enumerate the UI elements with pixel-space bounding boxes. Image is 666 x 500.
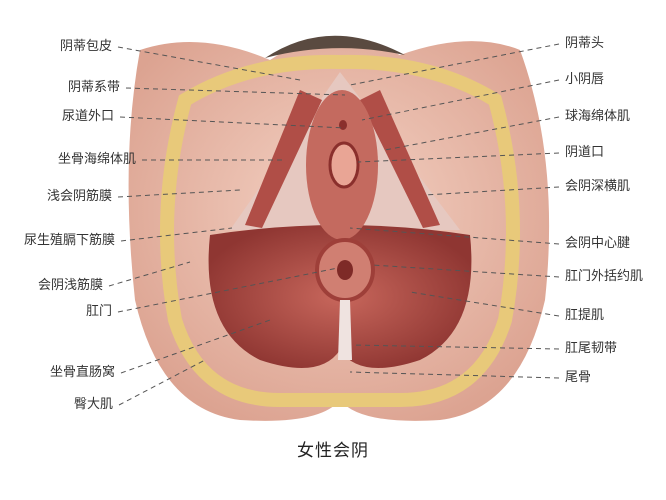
leader-line <box>118 359 206 406</box>
leader-line <box>384 116 560 151</box>
leader-line <box>351 344 560 350</box>
label-left-5: 尿生殖膈下筋膜 <box>23 233 115 248</box>
label-left-1: 阴蒂系带 <box>67 80 120 95</box>
pubic-hair <box>265 35 405 58</box>
label-left-4: 浅会阴筋膜 <box>46 189 112 204</box>
leader-line <box>117 189 241 198</box>
label-right-2: 球海绵体肌 <box>565 109 631 124</box>
anus <box>337 260 353 280</box>
fat-layer <box>160 54 520 407</box>
label-right-0: 阴蒂头 <box>565 36 605 51</box>
ischiocavernosus-right <box>360 90 440 228</box>
label-left-2: 尿道外口 <box>61 109 114 124</box>
urethral-orifice <box>339 120 347 130</box>
leader-line <box>120 227 233 242</box>
label-left-7: 肛门 <box>85 304 112 319</box>
leader-line <box>349 371 560 379</box>
label-right-9: 尾骨 <box>565 370 592 385</box>
label-right-3: 阴道口 <box>565 145 605 160</box>
leader-line <box>424 186 560 196</box>
label-left-0: 阴蒂包皮 <box>59 39 112 54</box>
label-right-8: 肛尾韧带 <box>565 341 618 356</box>
leader-lines <box>108 43 560 406</box>
leader-line <box>361 79 560 121</box>
leader-line <box>125 87 346 96</box>
label-left-6: 会阴浅筋膜 <box>37 278 103 293</box>
anococcygeal-ligament <box>338 300 352 360</box>
leader-line <box>349 227 560 245</box>
label-right-5: 会阴中心腱 <box>565 236 631 251</box>
leader-line <box>117 267 339 313</box>
vaginal-orifice <box>328 141 360 189</box>
label-right-1: 小阴唇 <box>565 72 605 87</box>
label-right-7: 肛提肌 <box>565 308 605 323</box>
label-left-9: 臀大肌 <box>73 397 113 412</box>
diagram-title: 女性会阴 <box>297 441 369 461</box>
leader-line <box>409 291 560 317</box>
label-left-3: 坐骨海绵体肌 <box>57 152 136 167</box>
leader-line <box>371 264 560 278</box>
label-left-8: 坐骨直肠窝 <box>49 365 115 380</box>
leader-line <box>357 152 560 163</box>
leader-line <box>119 116 346 129</box>
ischiocavernosus-left <box>245 90 322 228</box>
label-right-4: 会阴深横肌 <box>565 179 631 194</box>
leader-line <box>117 46 301 81</box>
label-right-6: 肛门外括约肌 <box>565 269 644 284</box>
